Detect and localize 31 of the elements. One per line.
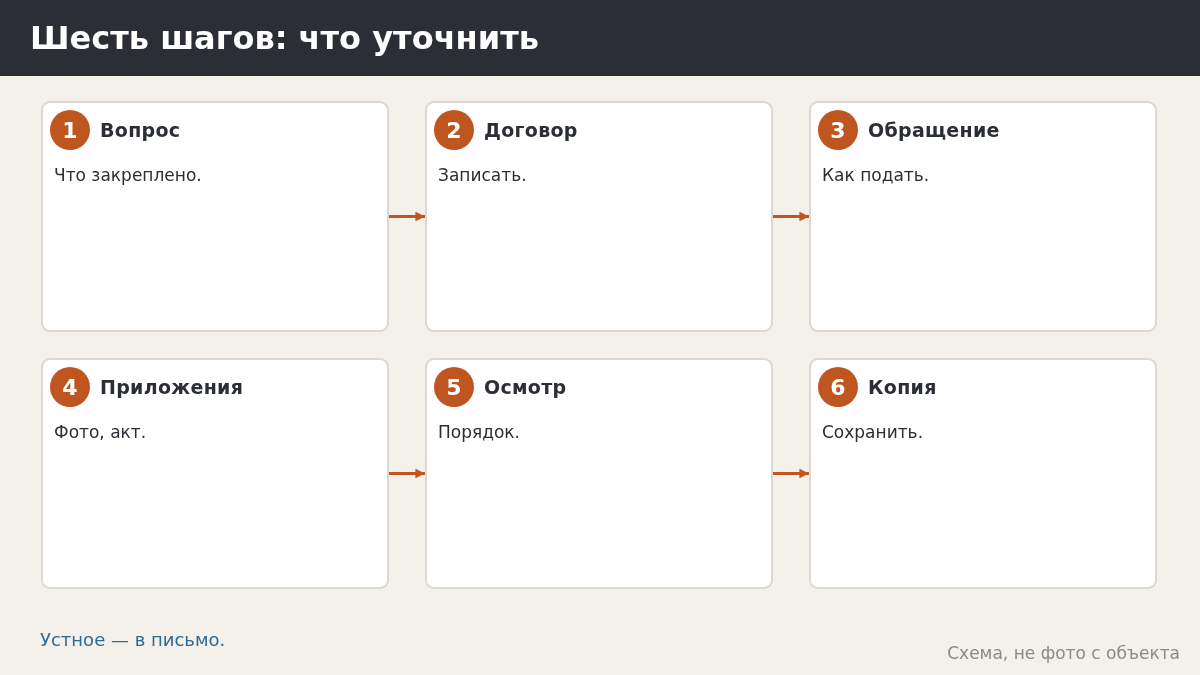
step-card [809,358,1157,589]
step-number: 6 [818,367,858,407]
disclaimer: Схема, не фото с объекта [947,643,1180,663]
step-title: Обращение [868,119,1000,141]
step-description: Как подать. [822,165,931,186]
step-card [425,358,773,589]
step-description: Сохранить. [822,422,925,443]
arrow [773,211,809,222]
step-title: Договор [484,119,578,141]
step-card [425,101,773,332]
arrow [389,468,425,479]
arrow [773,468,809,479]
step-title: Осмотр [484,376,567,398]
step-card [809,101,1157,332]
step-number: 4 [50,367,90,407]
arrow [389,211,425,222]
step-description: Фото, акт. [54,422,148,443]
step-number: 2 [434,110,474,150]
note: Устное — в письмо. [40,629,226,650]
title: Шесть шагов: что уточнить [30,19,539,57]
step-title: Вопрос [100,119,181,141]
step-number: 3 [818,110,858,150]
step-title: Приложения [100,376,244,398]
step-card [41,101,389,332]
step-description: Записать. [438,165,528,186]
step-number: 1 [50,110,90,150]
step-number: 5 [434,367,474,407]
step-description: Что закреплено. [54,165,203,186]
step-card [41,358,389,589]
step-title: Копия [868,376,937,398]
step-description: Порядок. [438,422,522,443]
